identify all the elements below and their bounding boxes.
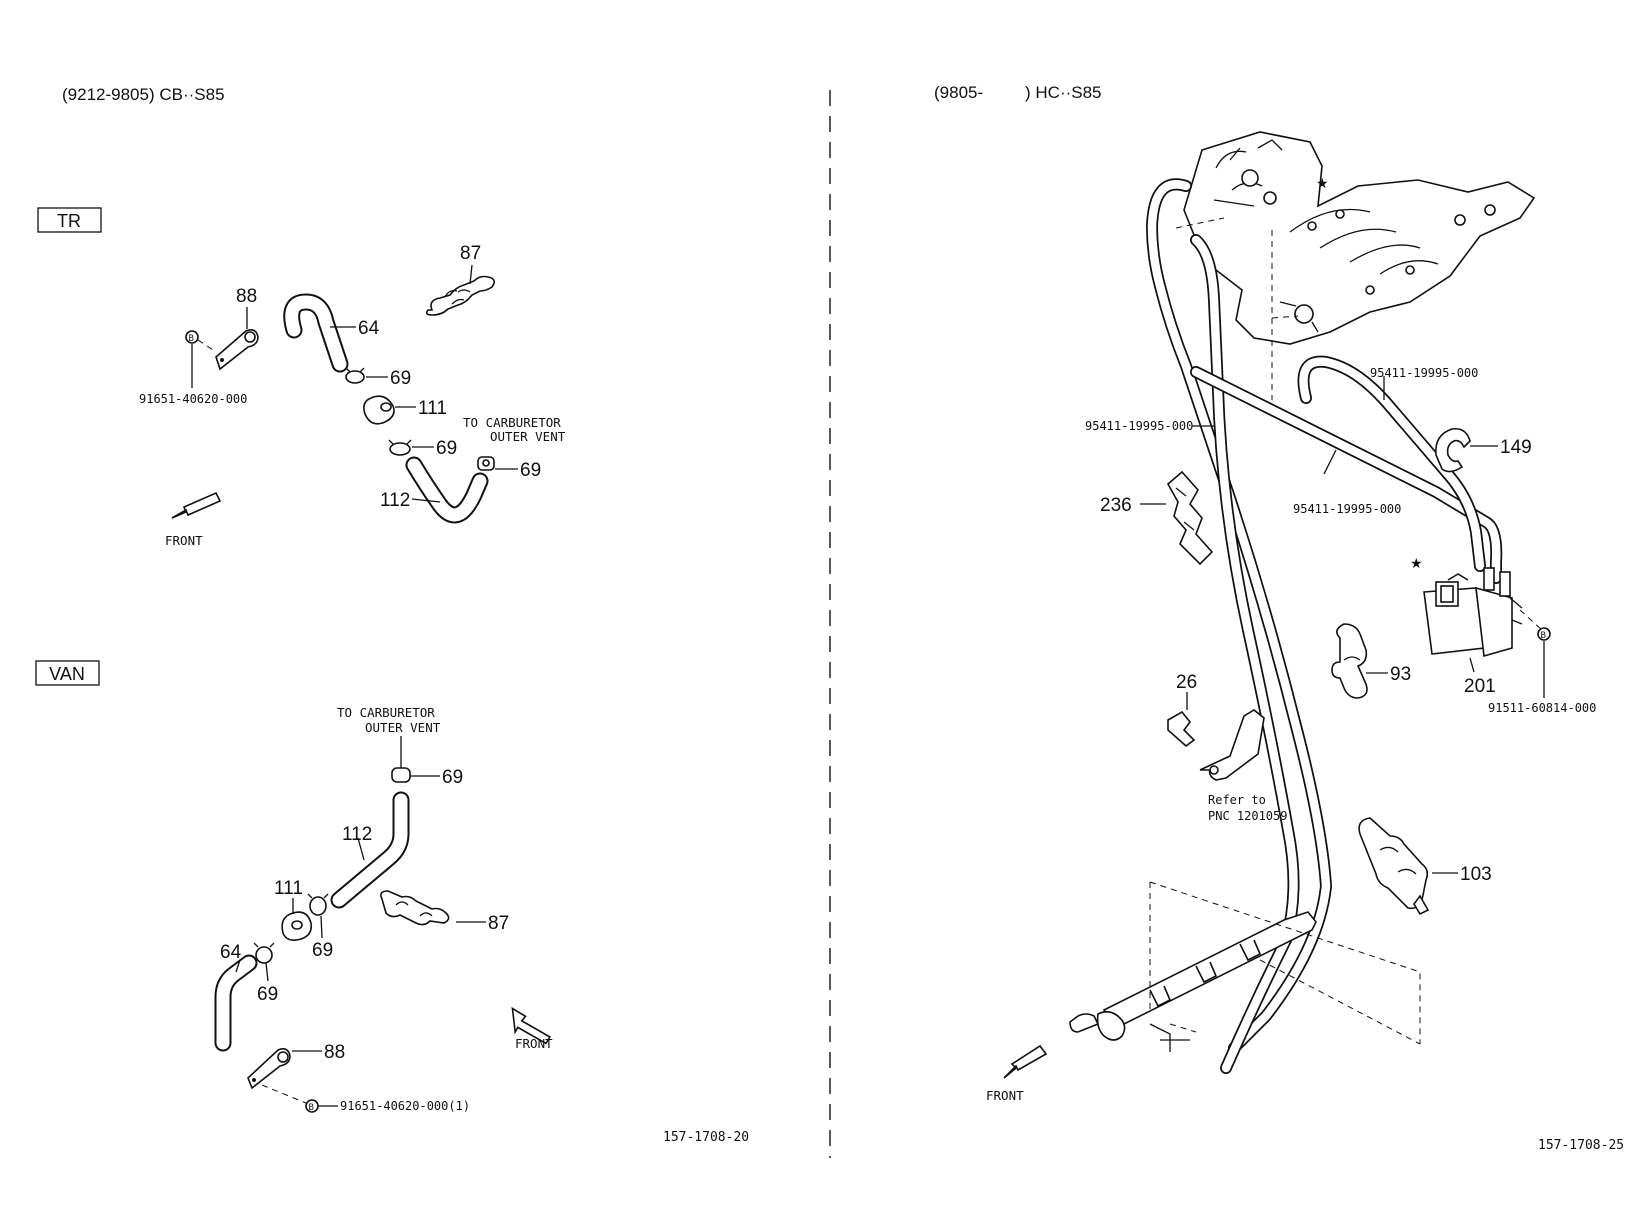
svg-text:B: B [1541, 631, 1546, 641]
hose-64: 64 [283, 293, 380, 373]
front-arrow-tr: FRONT [165, 491, 222, 548]
tr-box [37, 207, 102, 233]
left-header: (9212-9805) CB··S85 [62, 85, 225, 104]
svg-text:69: 69 [312, 940, 333, 961]
svg-text:93: 93 [1390, 664, 1411, 685]
svg-text:103: 103 [1460, 864, 1492, 885]
svg-text:91511-60814-000: 91511-60814-000 [1488, 701, 1596, 715]
svg-text:64: 64 [358, 318, 380, 339]
left-figure-number: 157-1708-20 [663, 1130, 749, 1145]
right-figure-number: 157-1708-25 [1538, 1138, 1624, 1153]
van-hose-64: 64 [214, 942, 258, 1052]
svg-text:91651-40620-000(1): 91651-40620-000(1) [340, 1099, 470, 1113]
van-bracket-88: 88 B 91651-40620-000(1) [247, 1042, 470, 1113]
svg-text:FRONT: FRONT [165, 533, 203, 548]
van-clamp-69-low: 69 [253, 942, 278, 1005]
svg-text:B: B [309, 1103, 314, 1113]
svg-text:87: 87 [488, 913, 509, 934]
bracket-26: 26 Refer to PNC 1201059 [1167, 672, 1287, 823]
svg-text:91651-40620-000: 91651-40620-000 [139, 392, 247, 406]
van-check-valve-111: 111 [274, 878, 313, 941]
svg-text:OUTER VENT: OUTER VENT [365, 720, 441, 735]
svg-text:88: 88 [236, 286, 257, 307]
svg-text:236: 236 [1100, 495, 1132, 516]
van-box-label: VAN [49, 664, 85, 684]
hose-inner [1190, 234, 1300, 1074]
intake-manifold: ★ [1183, 131, 1536, 345]
hose-95411-a: 95411-19995-000 [1085, 178, 1332, 1054]
check-valve-111: 111 [363, 395, 447, 425]
van-box [35, 660, 100, 686]
tr-box-label: TR [57, 211, 81, 231]
clip-93: 93 [1331, 623, 1411, 699]
van-clamp-69-mid: 69 [307, 893, 333, 961]
svg-text:111: 111 [274, 878, 303, 899]
injector-rail [1069, 911, 1317, 1052]
svg-text:FRONT: FRONT [986, 1088, 1024, 1103]
svg-text:Refer to: Refer to [1208, 793, 1266, 807]
svg-text:95411-19995-000: 95411-19995-000 [1293, 502, 1401, 516]
front-arrow-right: FRONT [986, 1044, 1048, 1103]
svg-text:112: 112 [342, 824, 372, 845]
svg-text:★: ★ [1410, 555, 1423, 571]
svg-text:201: 201 [1464, 676, 1496, 697]
clip-236: 236 [1100, 470, 1214, 566]
clip-87: 87 [425, 243, 496, 316]
right-section: ★ 95411-19995-000 95411-19995-000 [986, 131, 1596, 1103]
van-hose-112: 112 [330, 791, 410, 909]
svg-text:69: 69 [442, 767, 463, 788]
svg-text:64: 64 [220, 942, 242, 963]
svg-text:95411-19995-000: 95411-19995-000 [1370, 366, 1478, 380]
svg-text:26: 26 [1176, 672, 1197, 693]
svg-text:FRONT: FRONT [515, 1036, 553, 1051]
right-header-prefix: (9805- [934, 83, 983, 102]
svg-text:TO CARBURETOR: TO CARBURETOR [337, 705, 435, 720]
hose-95411-b: 95411-19995-000 [1190, 366, 1503, 584]
bracket-88: 88 B 91651-40620-000 [139, 286, 259, 406]
van-section: VAN TO CARBURETOR OUTER VENT 69 112 111 [35, 660, 553, 1113]
front-arrow-van: FRONT [511, 1006, 553, 1051]
svg-text:87: 87 [460, 243, 481, 264]
svg-text:111: 111 [418, 398, 447, 419]
hose-95411-c: 95411-19995-000 [1297, 355, 1486, 572]
hose-112: 112 [380, 456, 489, 524]
van-clip-87: 87 [380, 890, 509, 934]
svg-text:B: B [189, 334, 194, 344]
svg-text:69: 69 [436, 438, 457, 459]
svg-text:112: 112 [380, 490, 410, 511]
van-clamp-69-top: 69 [391, 736, 463, 788]
svg-text:69: 69 [520, 460, 541, 481]
svg-text:149: 149 [1500, 437, 1532, 458]
svg-text:OUTER VENT: OUTER VENT [490, 429, 566, 444]
svg-text:PNC 1201059: PNC 1201059 [1208, 809, 1287, 823]
clamp-69-middle: 69 [388, 438, 457, 459]
svg-text:★: ★ [1316, 175, 1329, 191]
clip-149: 149 [1435, 427, 1532, 473]
svg-text:88: 88 [324, 1042, 345, 1063]
clamp-69-vent: 69 TO CARBURETOR OUTER VENT [463, 415, 566, 481]
solenoid-valve-201: 201 ★ B 91511-60814-000 [1410, 555, 1596, 715]
clamp-69-upper: 69 [345, 367, 411, 389]
svg-text:95411-19995-000: 95411-19995-000 [1085, 419, 1193, 433]
svg-text:69: 69 [257, 984, 278, 1005]
tr-section: TR 87 88 B 91651-40620-000 64 [37, 207, 566, 548]
right-header-suffix: ) HC··S85 [1025, 83, 1102, 102]
svg-text:TO CARBURETOR: TO CARBURETOR [463, 415, 561, 430]
svg-text:69: 69 [390, 368, 411, 389]
clip-103: 103 [1358, 817, 1492, 916]
